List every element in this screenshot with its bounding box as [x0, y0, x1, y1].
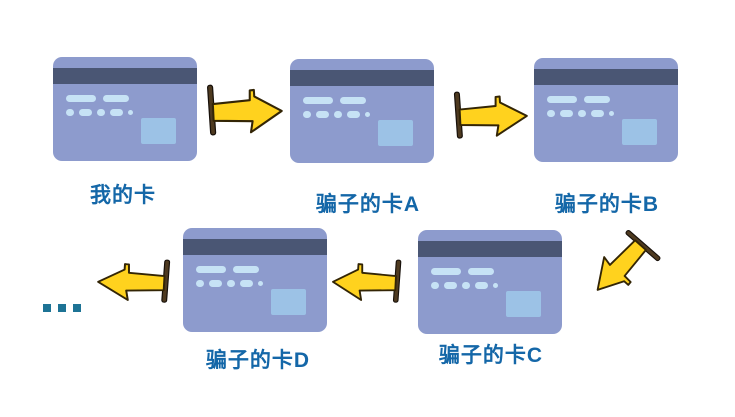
card-scammer-a — [290, 59, 434, 163]
magnetic-stripe — [183, 239, 327, 255]
card-number-dots — [66, 109, 133, 116]
label-scammer-a: 骗子的卡A — [315, 193, 421, 216]
signature-box — [622, 119, 657, 145]
magnetic-stripe — [534, 69, 678, 85]
ellipsis: ... — [43, 304, 81, 312]
signature-box — [271, 289, 306, 315]
card-scammer-c — [418, 230, 562, 334]
card-embossed-lines — [547, 96, 610, 103]
magnetic-stripe — [53, 68, 197, 84]
ellipsis-dot — [43, 304, 51, 312]
magnetic-stripe — [290, 70, 434, 86]
arrow-d-to-more-icon — [95, 259, 174, 304]
arrow-b-to-c-icon — [582, 229, 662, 302]
label-scammer-d: 骗子的卡D — [205, 349, 311, 372]
arrow-my-to-a-icon — [203, 84, 285, 137]
magnetic-stripe — [418, 241, 562, 257]
signature-box — [141, 118, 176, 144]
arrow-c-to-d-icon — [330, 259, 405, 304]
card-my-card — [53, 57, 197, 161]
card-number-dots — [547, 110, 614, 117]
signature-box — [378, 120, 413, 146]
card-scammer-b — [534, 58, 678, 162]
card-embossed-lines — [303, 97, 366, 104]
label-scammer-b: 骗子的卡B — [554, 193, 660, 216]
card-number-dots — [196, 280, 263, 287]
ellipsis-dot — [58, 304, 66, 312]
card-embossed-lines — [66, 95, 129, 102]
card-embossed-lines — [196, 266, 259, 273]
card-scammer-d — [183, 228, 327, 332]
card-number-dots — [431, 282, 498, 289]
arrow-a-to-b-icon — [450, 91, 530, 140]
ellipsis-dot — [73, 304, 81, 312]
label-scammer-c: 骗子的卡C — [438, 344, 544, 367]
card-number-dots — [303, 111, 370, 118]
label-my-card: 我的卡 — [90, 184, 156, 207]
signature-box — [506, 291, 541, 317]
card-embossed-lines — [431, 268, 494, 275]
